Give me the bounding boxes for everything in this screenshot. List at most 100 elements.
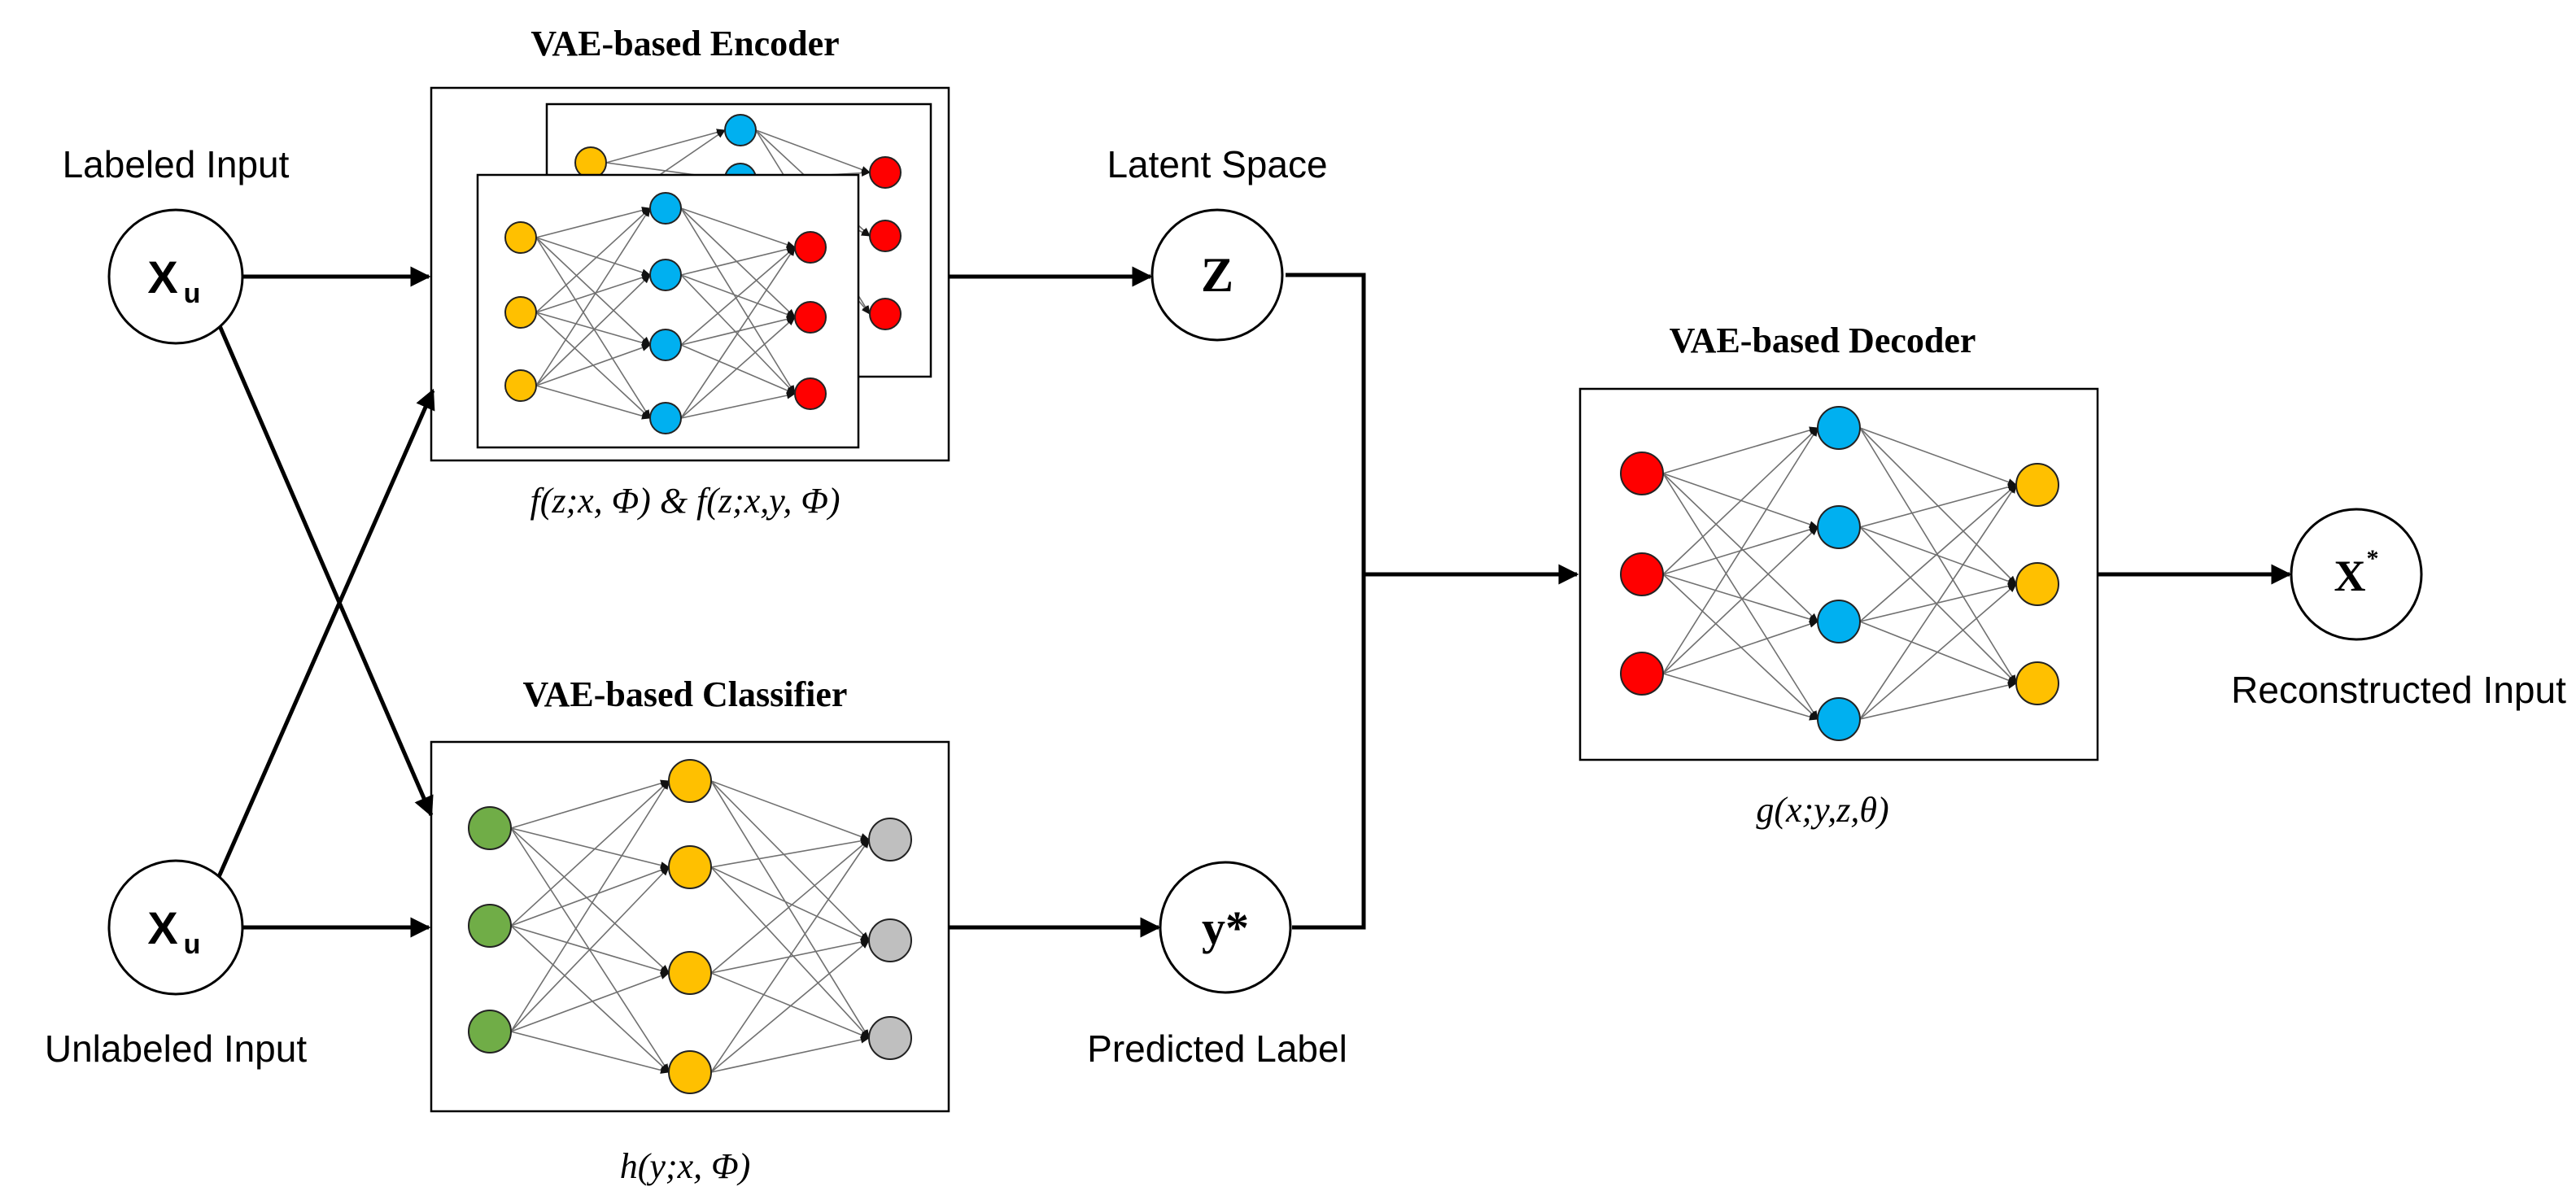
decoder-network [1620, 406, 2059, 741]
arrow-unlabeled-to-encoder [216, 388, 435, 880]
connection [535, 237, 651, 419]
connection [1662, 473, 1818, 622]
neuron [468, 1010, 512, 1054]
connection [1859, 427, 2018, 486]
decoder-formula: g(x;y,z,θ) [1756, 790, 1888, 830]
connection [710, 839, 870, 1073]
connection [755, 129, 871, 173]
unlabeled-input-node: X u [107, 859, 244, 996]
neuron [574, 146, 607, 179]
reconstructed-x-node: X * [2290, 508, 2423, 641]
connection [510, 780, 670, 1032]
connection [535, 385, 652, 420]
neuron [794, 377, 827, 410]
neuron [649, 329, 682, 361]
connection [510, 780, 670, 927]
neuron [649, 192, 682, 225]
connection [510, 779, 670, 829]
neuron [504, 221, 537, 254]
neuron [504, 369, 537, 402]
connection [535, 207, 652, 238]
connection [1859, 484, 2017, 622]
unlabeled-x-main: X [147, 902, 177, 953]
connection [510, 972, 670, 1032]
connection [680, 274, 796, 395]
connection [710, 1036, 871, 1073]
neuron [1817, 697, 1861, 741]
connection [510, 866, 670, 927]
connection [710, 780, 871, 840]
connection [535, 237, 651, 346]
encoder-title: VAE-based Encoder [530, 24, 839, 63]
connection [535, 273, 652, 313]
neuron [2015, 562, 2059, 606]
neuron [1817, 600, 1861, 643]
connection [535, 207, 651, 386]
reconstructed-x-sup: * [2367, 545, 2379, 572]
connection [1859, 526, 2018, 585]
classifier-box [430, 740, 950, 1113]
connection [510, 1031, 670, 1074]
neuron [724, 114, 757, 146]
connection [1662, 427, 1818, 674]
neuron [504, 296, 537, 329]
connection [710, 837, 871, 868]
connection [680, 246, 796, 346]
connection [680, 344, 797, 395]
flow-arrows [216, 266, 2292, 938]
connection [710, 866, 871, 941]
arrow-labeled-to-classifier [216, 321, 434, 818]
neuron [649, 259, 682, 291]
connection [1859, 583, 2017, 720]
labeled-x-main: X [147, 251, 177, 303]
connection [510, 827, 670, 869]
classifier-title: VAE-based Classifier [523, 674, 848, 714]
connection [1859, 526, 2017, 684]
connection [535, 344, 652, 386]
connection [710, 780, 870, 941]
neuron [668, 951, 712, 995]
predicted-label-label: Predicted Label [1087, 1027, 1347, 1070]
neuron [2015, 661, 2059, 705]
classifier-block [430, 740, 950, 1113]
encoder-formula: f(z;x, Φ) & f(z;x,y, Φ) [530, 481, 840, 521]
connection [710, 780, 870, 1039]
classifier-formula: h(y;x, Φ) [620, 1146, 751, 1186]
connection [1859, 681, 2018, 720]
connection [1662, 620, 1819, 674]
encoder-block [430, 86, 950, 462]
connection [680, 207, 797, 248]
labeled-input-label: Labeled Input [63, 143, 290, 185]
connection [680, 316, 797, 346]
reconstructed-x-main: X [2334, 552, 2366, 600]
neuron [869, 220, 902, 252]
connection [680, 391, 797, 419]
neuron [1620, 552, 1664, 596]
connection [680, 207, 796, 318]
encoder-front-network [504, 192, 827, 434]
connection [680, 207, 796, 395]
connection [710, 940, 870, 1073]
labeled-input-node: X u [107, 208, 244, 345]
connection [1859, 484, 2017, 720]
connection [710, 839, 870, 974]
connection [680, 246, 797, 276]
connection [535, 312, 652, 347]
connection [680, 246, 796, 419]
neuron [794, 301, 827, 334]
predicted-y-node: y* [1159, 861, 1292, 994]
connection [605, 129, 727, 164]
neuron [1620, 652, 1664, 696]
classifier-network [468, 759, 912, 1094]
neuron [869, 156, 902, 189]
labeled-x-sub: u [184, 278, 201, 309]
connection [1662, 526, 1818, 674]
merge-line [1286, 273, 1366, 930]
connection [1662, 574, 1819, 623]
connection [1662, 426, 1819, 474]
neuron [2015, 463, 2059, 507]
reconstructed-input-label: Reconstructed Input [2231, 669, 2566, 711]
predicted-y-text: y* [1202, 901, 1249, 954]
decoder-block [1578, 387, 2099, 761]
